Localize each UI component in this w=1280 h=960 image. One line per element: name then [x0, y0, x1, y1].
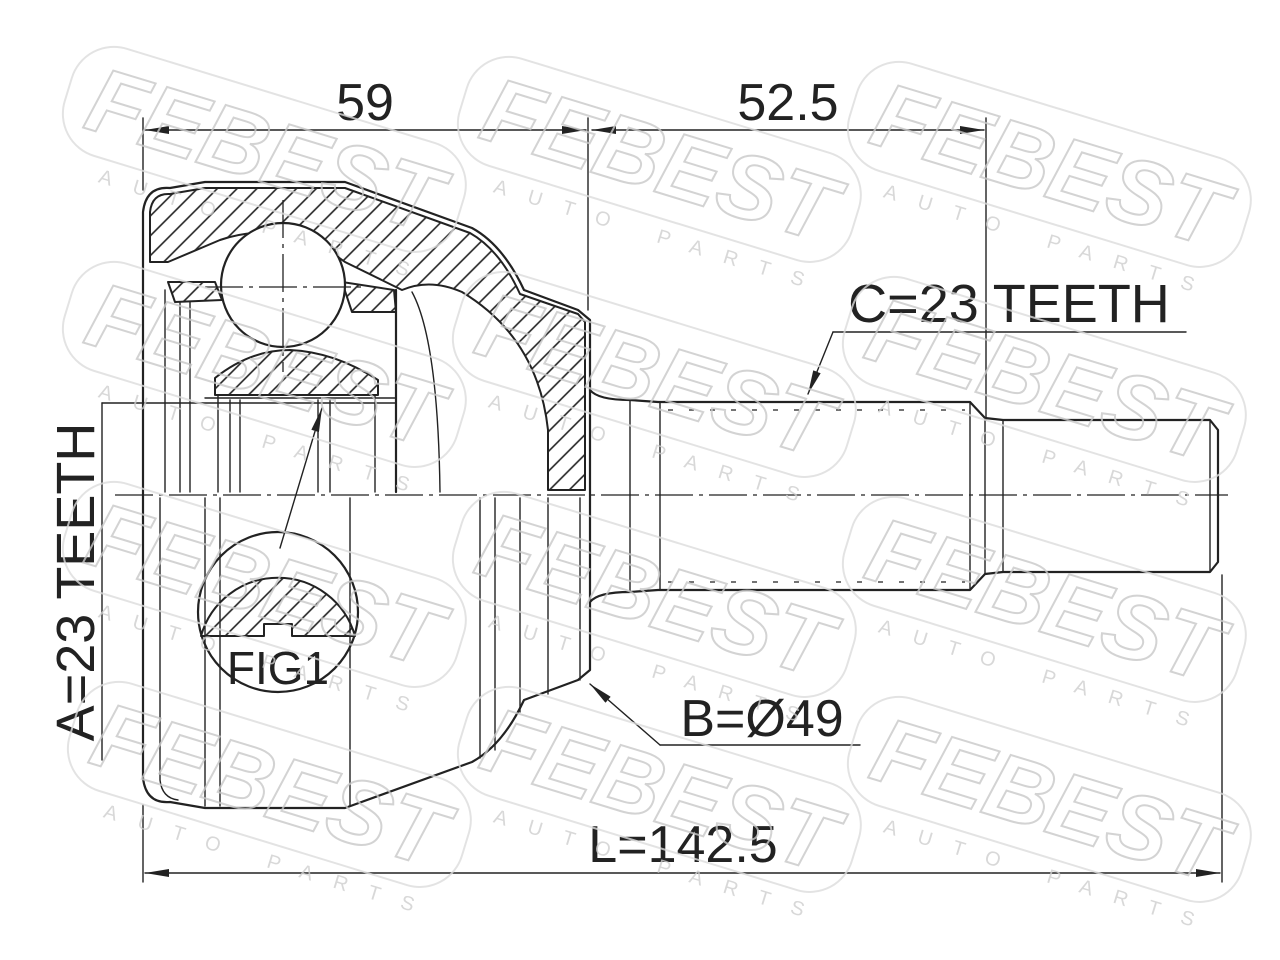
dimension-shaft-length: 52.5 [737, 74, 838, 132]
watermark-tagline: AUTO PARTS [101, 801, 438, 923]
watermark-brand: FEBEST [861, 64, 1244, 270]
shaft-section-lines [629, 399, 1211, 593]
inner-race-section [214, 349, 379, 396]
watermark-tagline: AUTO PARTS [491, 176, 828, 298]
fig1-spline-section [200, 576, 356, 637]
watermark-frame [451, 490, 857, 698]
fig1-detail: FIG1 [196, 407, 360, 694]
fig1-label: FIG1 [227, 642, 329, 694]
callout-inner-spline: A=23 TEETH [46, 423, 106, 742]
watermark-brand: FEBEST [466, 494, 849, 700]
watermark-frame [846, 695, 1252, 903]
watermark-tagline: AUTO PARTS [876, 616, 1213, 738]
drawing: 59 52.5 L=142.5 C=23 TEETH B=Ø49 A=23 TE… [46, 74, 1228, 883]
dimension-joint-length: 59 [336, 74, 394, 132]
callout-abs-diameter-leader [589, 683, 661, 746]
watermark-tagline: AUTO PARTS [876, 396, 1213, 518]
watermark-brand: FEBEST [856, 499, 1239, 705]
dimension-overall-length: L=142.5 [588, 816, 777, 874]
fig1-leader [279, 407, 323, 549]
cage-left-section [167, 281, 223, 303]
callout-abs-diameter: B=Ø49 [680, 690, 843, 748]
watermark-frame [841, 495, 1247, 703]
housing-lower-lines [159, 497, 581, 807]
callout-outer-spline: C=23 TEETH [848, 274, 1170, 334]
callout-outer-spline-leader [807, 331, 834, 395]
watermark-frame [66, 680, 472, 888]
watermark-frame [846, 60, 1252, 268]
watermark-tagline: AUTO PARTS [96, 381, 433, 503]
housing-section-hatch [149, 187, 586, 491]
shaft-outline [588, 388, 1220, 604]
watermark-tagline: AUTO PARTS [881, 816, 1218, 938]
